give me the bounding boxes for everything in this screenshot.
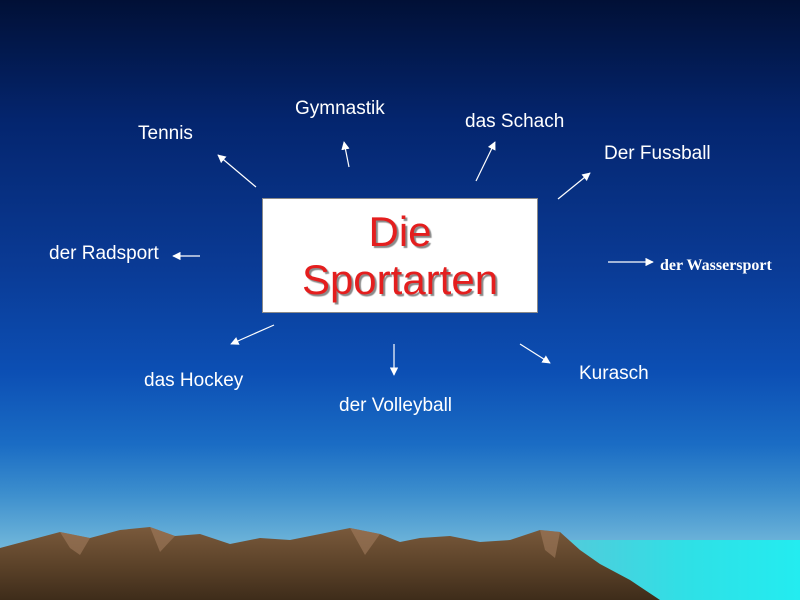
label-radsport: der Radsport xyxy=(49,243,159,264)
center-title-line2: Sportarten xyxy=(301,255,499,303)
label-gymnastik: Gymnastik xyxy=(295,98,385,119)
mountains xyxy=(0,527,660,600)
arrow-fussball xyxy=(557,172,591,200)
label-volleyball: der Volleyball xyxy=(339,395,453,416)
arrow-gymnastik xyxy=(341,141,350,168)
label-wassersport: der Wassersport xyxy=(660,257,772,274)
label-schach: das Schach xyxy=(465,111,565,132)
arrow-kurasch xyxy=(519,343,551,364)
center-title-box: Die Sportarten xyxy=(262,198,538,313)
center-title-line1: Die xyxy=(368,208,432,256)
arrow-hockey xyxy=(230,324,275,345)
label-kurasch: Kurasch xyxy=(579,363,649,384)
arrow-schach xyxy=(475,141,496,182)
arrow-tennis xyxy=(217,154,257,188)
label-fussball: Der Fussball xyxy=(604,143,711,164)
label-hockey: das Hockey xyxy=(144,370,244,391)
label-tennis: Tennis xyxy=(138,123,193,144)
